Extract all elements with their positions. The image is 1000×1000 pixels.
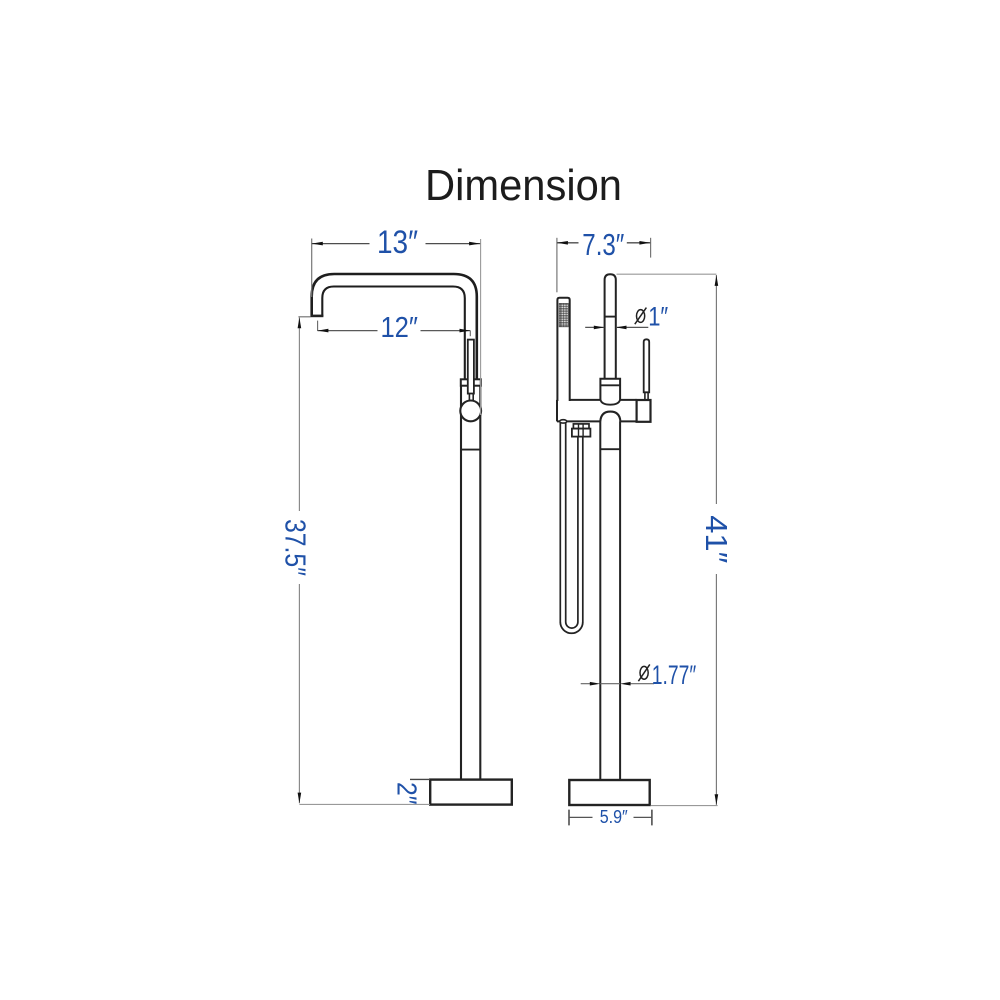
- svg-text:5.9″: 5.9″: [600, 806, 628, 827]
- svg-text:1.77″: 1.77″: [652, 660, 697, 690]
- svg-text:12″: 12″: [380, 312, 418, 344]
- svg-text:37.5″: 37.5″: [279, 519, 311, 576]
- svg-text:41″: 41″: [699, 515, 734, 563]
- svg-text:7.3″: 7.3″: [582, 228, 624, 262]
- svg-text:13″: 13″: [377, 224, 418, 260]
- svg-text:1″: 1″: [648, 302, 668, 332]
- svg-text:2″: 2″: [392, 782, 423, 805]
- svg-text:Dimension: Dimension: [425, 162, 622, 210]
